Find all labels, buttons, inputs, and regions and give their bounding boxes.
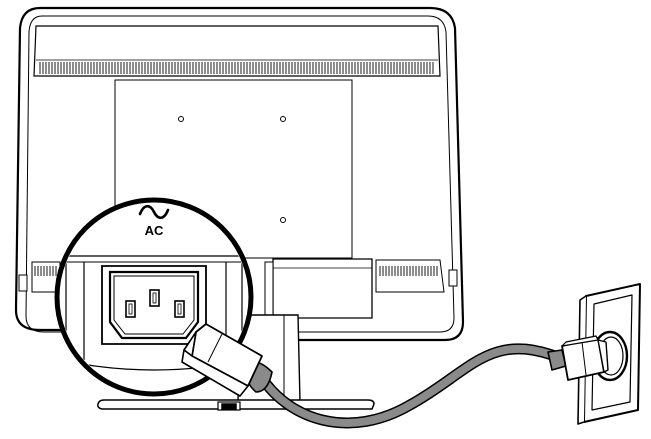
lower-left-vent-slots	[34, 266, 57, 276]
mount-hole	[280, 217, 286, 223]
sine-wave-icon	[138, 204, 170, 220]
monitor-side-tabs	[18, 269, 458, 292]
wall-plug	[547, 335, 609, 381]
monitor-stand-base	[97, 399, 375, 411]
mount-hole	[280, 116, 286, 122]
top-vent-slots	[39, 62, 434, 74]
power-cable	[256, 343, 566, 429]
mount-hole	[178, 116, 184, 122]
lower-right-vent	[375, 259, 445, 293]
ac-label: AC	[145, 223, 164, 238]
rear-port-block	[264, 258, 373, 321]
lower-right-vent-slots	[379, 266, 438, 276]
iec-plug-connector	[181, 323, 273, 397]
vesa-mount-holes	[178, 116, 286, 223]
iec-power-inlet	[101, 265, 207, 345]
